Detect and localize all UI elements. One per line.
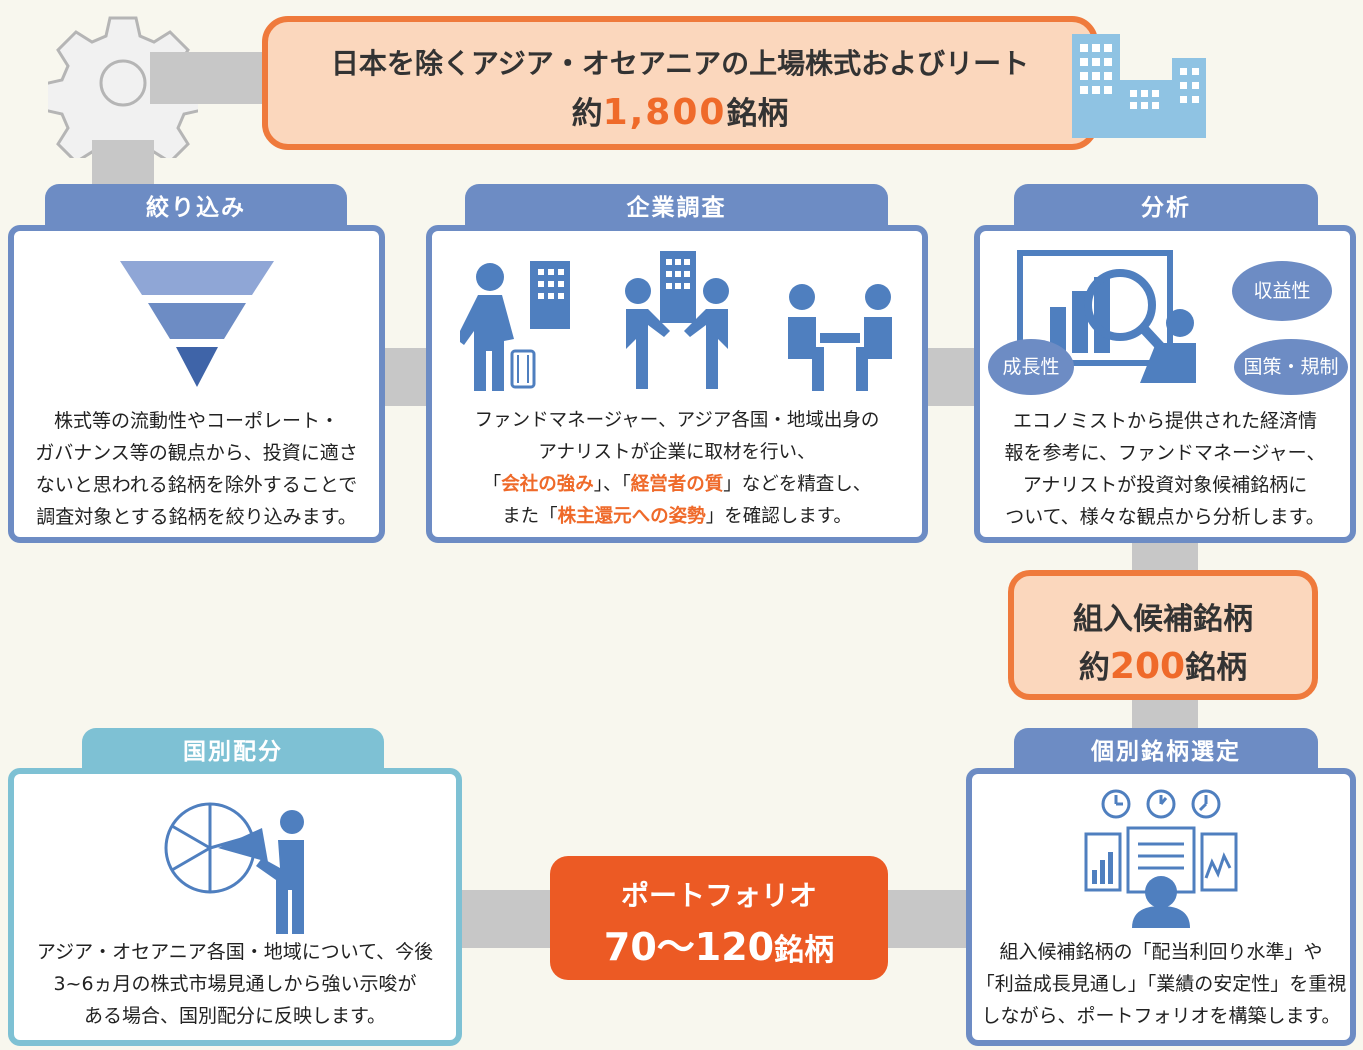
analysis-line-2: 報を参考に、ファンドマネージャー、	[1004, 442, 1326, 464]
portfolio-suffix: 銘柄	[774, 933, 835, 968]
research-line-3c: 」などを精査し、	[723, 474, 872, 495]
candidates-box: 組入候補銘柄 約200銘柄	[1008, 570, 1318, 700]
allocation-line-1: アジア・オセアニア各国・地域について、今後	[36, 941, 434, 963]
universe-suffix: 銘柄	[726, 96, 789, 132]
analysis-card: 収益性 成長性 国策・規制 エコノミストから提供された経済情 報を参考に、ファン…	[974, 225, 1356, 543]
connector-1-2	[384, 348, 432, 406]
connector-portfolio-select	[886, 890, 972, 948]
candidates-number: 200	[1109, 646, 1186, 687]
analysis-line-3: アナリストが投資対象候補銘柄に	[1022, 474, 1308, 496]
selection-line-3: しながら、ポートフォリオを構築します。	[981, 1005, 1341, 1027]
portfolio-box: ポートフォリオ 70〜120銘柄	[550, 856, 888, 980]
portfolio-count: 70〜120銘柄	[550, 916, 888, 971]
analysis-line-4: ついて、様々な観点から分析します。	[1005, 506, 1325, 528]
analysis-line-1: エコノミストから提供された経済情	[1012, 410, 1317, 432]
research-line-1: ファンドマネージャー、アジア各国・地域出身の	[474, 410, 880, 431]
bubble-policy: 国策・規制	[1234, 339, 1348, 395]
portfolio-number: 70〜120	[603, 925, 775, 969]
universe-number: 1,800	[602, 92, 727, 133]
analysis-chart-icon	[1017, 250, 1196, 383]
selection-card: 組入候補銘柄の「配当利回り水準」や 「利益成長見通し」「業績の安定性」を重視 し…	[966, 768, 1356, 1046]
narrowing-line-1: 株式等の流動性やコーポレート・	[53, 410, 339, 432]
bubble-profit: 収益性	[1232, 261, 1332, 321]
universe-box: 日本を除くアジア・オセアニアの上場株式およびリート 約1,800銘柄	[262, 16, 1098, 150]
narrowing-line-4: 調査対象とする銘柄を絞り込みます。	[36, 506, 357, 528]
management-quality-highlight: 経営者の質	[630, 474, 724, 495]
handshake-icon	[625, 251, 729, 389]
connector-gear-down	[92, 140, 154, 188]
narrowing-card: 株式等の流動性やコーポレート・ ガバナンス等の観点から、投資に適さ ないと思われ…	[8, 225, 385, 543]
connector-candidates-select	[1132, 698, 1198, 732]
narrowing-line-3: ないと思われる銘柄を除外することで	[35, 474, 358, 496]
business-trip-icon	[460, 261, 570, 391]
allocation-line-3: ある場合、国別配分に反映します。	[83, 1005, 387, 1027]
candidates-count: 約200銘柄	[1014, 642, 1312, 687]
research-title: 企業調査	[465, 184, 888, 232]
research-line-3: 「会社の強み」、「経営者の質」などを精査し、	[432, 469, 922, 501]
connector-alloc-portfolio	[458, 890, 554, 948]
universe-prefix: 約	[571, 96, 603, 132]
research-line-4a: また「	[502, 506, 558, 527]
selection-line-1: 組入候補銘柄の「配当利回り水準」や	[999, 941, 1323, 963]
shareholder-return-highlight: 株主還元への姿勢	[557, 506, 706, 527]
allocation-card: アジア・オセアニア各国・地域について、今後 3~6ヵ月の株式市場見通しから強い示…	[8, 768, 462, 1046]
funnel-icon	[120, 261, 274, 387]
portfolio-line1: ポートフォリオ	[620, 879, 817, 912]
research-line-4b: 」を確認します。	[705, 506, 852, 527]
meeting-icon	[788, 284, 892, 391]
narrowing-title: 絞り込み	[45, 184, 347, 232]
narrowing-line-2: ガバナンス等の観点から、投資に適さ	[35, 442, 358, 464]
research-line-4: また「株主還元への姿勢」を確認します。	[432, 501, 922, 533]
selection-line-2: 「利益成長見通し」「業績の安定性」を重視	[975, 973, 1347, 995]
bubble-growth: 成長性	[988, 339, 1074, 395]
company-strength-highlight: 会社の強み	[501, 474, 594, 495]
research-line-3a: 「	[482, 474, 502, 495]
candidates-suffix: 銘柄	[1185, 650, 1248, 686]
universe-count: 約1,800銘柄	[268, 88, 1092, 133]
universe-line1: 日本を除くアジア・オセアニアの上場株式およびリート	[330, 47, 1030, 80]
research-line-3b: 」、「	[593, 474, 631, 495]
buildings-icon	[1072, 34, 1206, 138]
connector-2-3	[922, 348, 978, 406]
stock-selection-icon	[1084, 789, 1238, 928]
research-line-2: アナリストが企業に取材を行い、	[538, 442, 816, 463]
candidates-prefix: 約	[1078, 650, 1110, 686]
candidates-line1: 組入候補銘柄	[1073, 602, 1253, 637]
research-card: ファンドマネージャー、アジア各国・地域出身の アナリストが企業に取材を行い、 「…	[426, 225, 928, 543]
analysis-title: 分析	[1014, 184, 1318, 232]
allocation-line-2: 3~6ヵ月の株式市場見通しから強い示唆が	[53, 973, 417, 995]
country-allocation-icon	[164, 802, 304, 934]
